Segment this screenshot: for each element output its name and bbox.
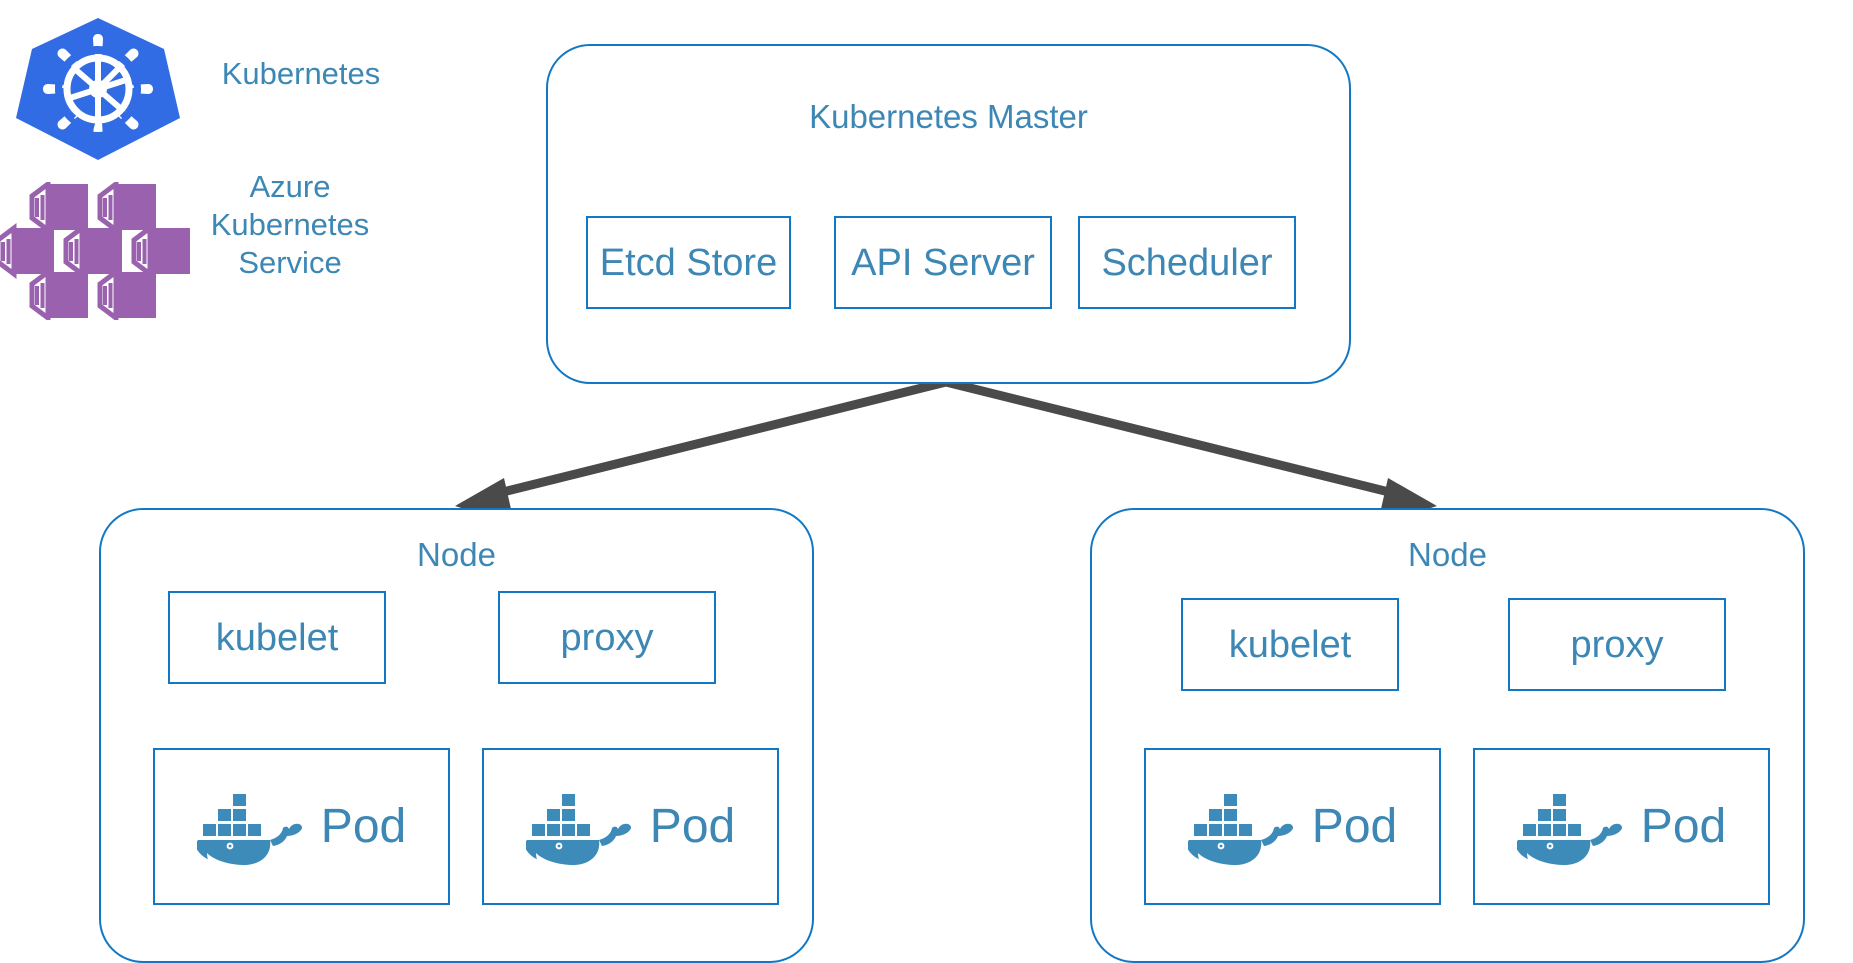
node-title: Node	[1408, 536, 1487, 573]
node-right-pod-2[interactable]: Pod	[1473, 748, 1770, 905]
docker-whale-icon	[1187, 793, 1293, 866]
docker-whale-icon	[525, 793, 631, 866]
pod-label: Pod	[649, 799, 736, 853]
node-right-agent-proxy[interactable]: proxy	[1508, 598, 1726, 691]
legend-label-kubernetes: Kubernetes	[221, 56, 381, 91]
docker-whale-icon	[1516, 793, 1622, 866]
master-component-scheduler[interactable]: Scheduler	[1078, 216, 1296, 309]
master-component-label: Etcd Store	[599, 241, 778, 284]
connector-master-to-right-node	[944, 377, 1407, 501]
node-agent-label: kubelet	[1228, 623, 1352, 666]
node-agent-label: kubelet	[215, 616, 339, 659]
docker-whale-icon	[196, 793, 302, 866]
node-right-container: Node kubelet proxy	[1090, 508, 1805, 963]
node-left-agent-kubelet[interactable]: kubelet	[168, 591, 386, 684]
node-left-container: Node kubelet proxy	[99, 508, 814, 963]
node-left-pod-1[interactable]: Pod	[153, 748, 450, 905]
node-agent-label: proxy	[560, 616, 654, 659]
master-title: Kubernetes Master	[809, 98, 1088, 135]
connector-master-to-left-node	[485, 377, 948, 501]
node-left-agent-proxy[interactable]: proxy	[498, 591, 716, 684]
node-agent-label: proxy	[1570, 623, 1664, 666]
pod-label: Pod	[1640, 799, 1727, 853]
node-right-agent-kubelet[interactable]: kubelet	[1181, 598, 1399, 691]
legend-label-aks: Azure Kubernetes Service	[210, 169, 370, 280]
master-component-etcd-store[interactable]: Etcd Store	[586, 216, 791, 309]
azure-kubernetes-service-icon	[0, 182, 200, 320]
kubernetes-logo-icon	[16, 18, 180, 160]
pod-label: Pod	[320, 799, 407, 853]
master-component-api-server[interactable]: API Server	[834, 216, 1052, 309]
master-component-label: Scheduler	[1101, 241, 1273, 284]
node-title: Node	[417, 536, 496, 573]
pod-label: Pod	[1311, 799, 1398, 853]
node-right-pod-1[interactable]: Pod	[1144, 748, 1441, 905]
master-component-label: API Server	[851, 241, 1035, 284]
node-left-pod-2[interactable]: Pod	[482, 748, 779, 905]
kubernetes-master-container: Kubernetes Master Etcd Store API Server …	[546, 44, 1351, 384]
